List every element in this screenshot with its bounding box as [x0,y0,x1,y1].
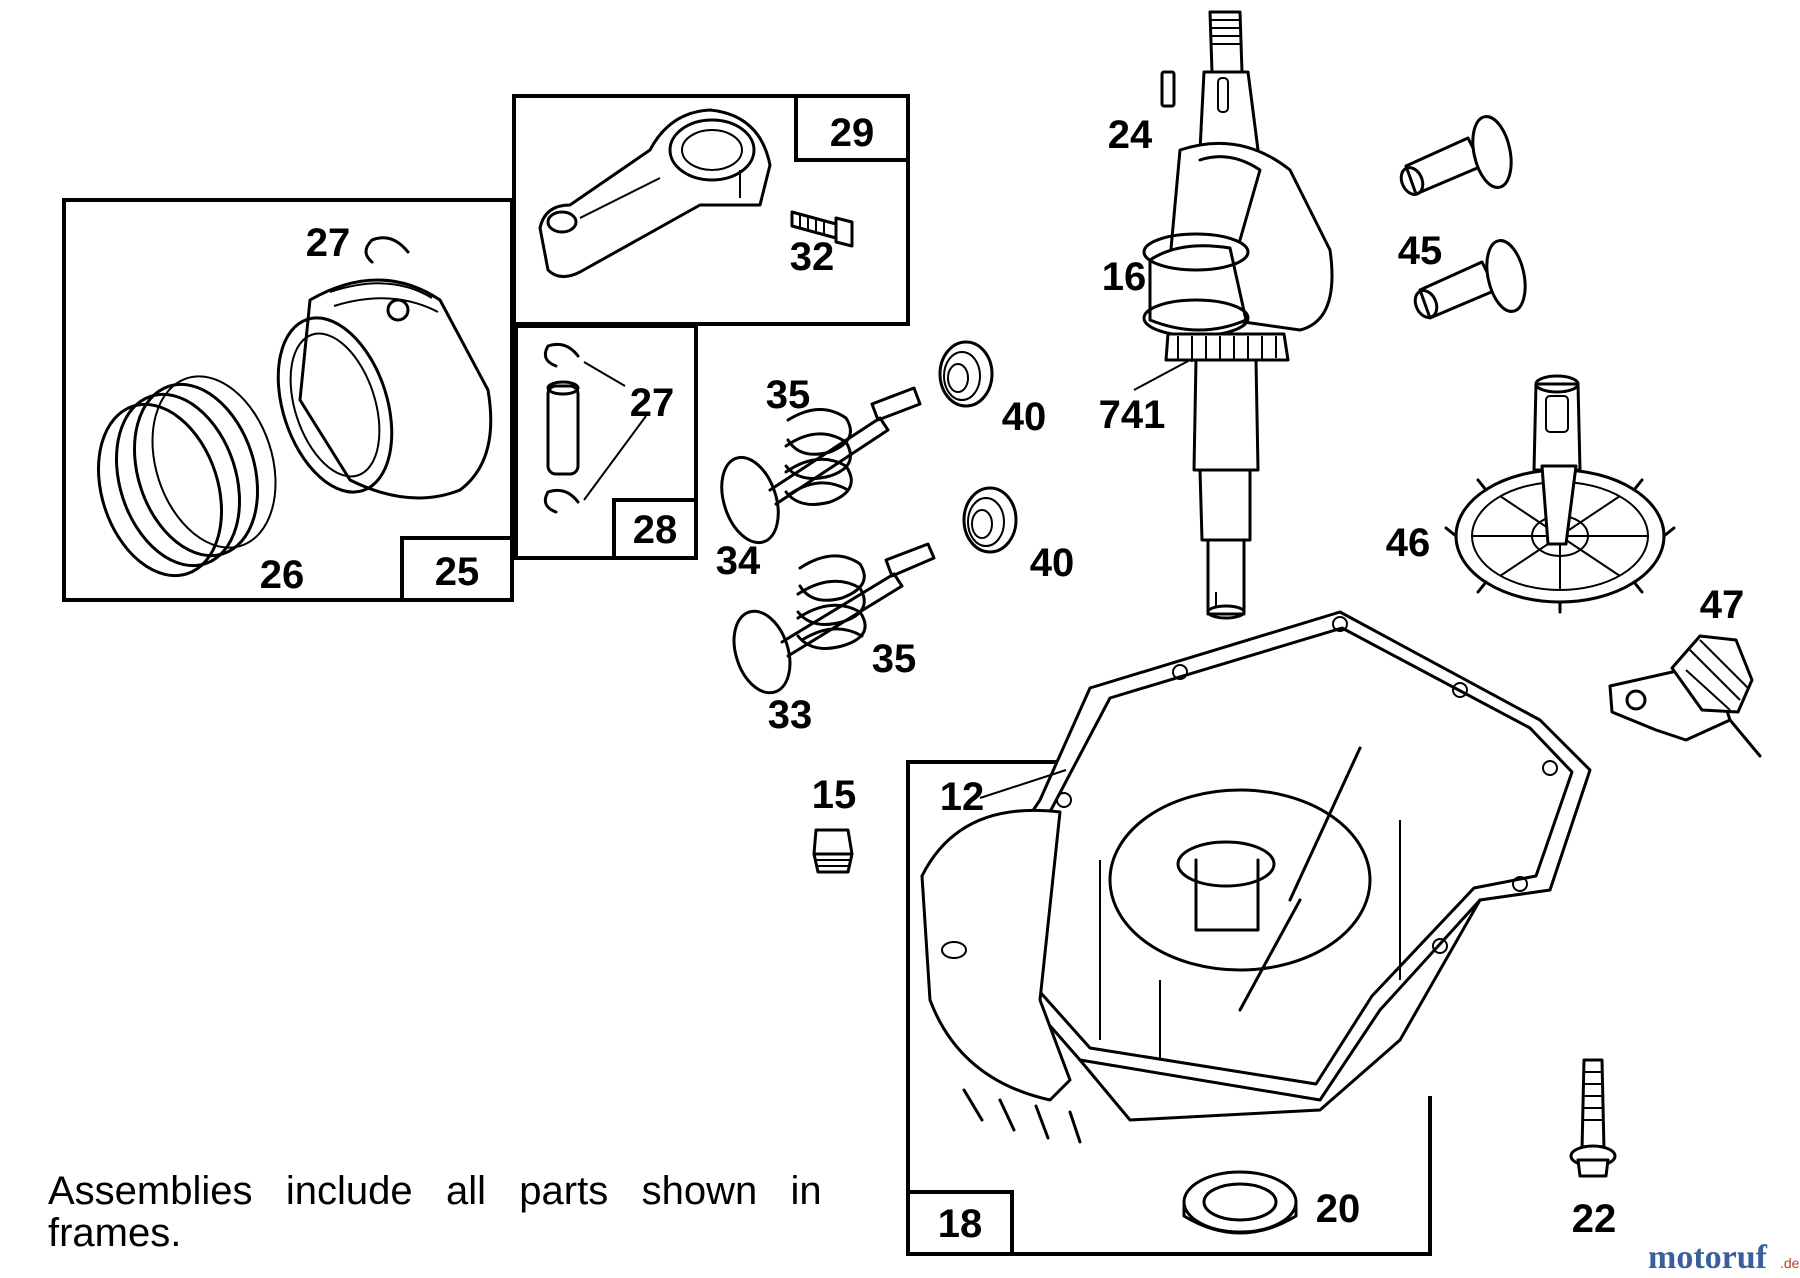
crankshaft-key-part [1160,70,1176,108]
callout-27-clips: 27 [630,381,675,425]
callout-32: 32 [790,235,835,279]
callout-741: 741 [1099,393,1166,437]
pin-clip-bottom [543,488,580,514]
callout-40-upper: 40 [1002,395,1047,439]
camshaft-part [1532,374,1582,546]
drain-plug-part [812,828,854,874]
frame-29: 29 [512,94,910,326]
watermark-suffix: .de [1780,1255,1800,1271]
callout-35-lower: 35 [872,637,917,681]
callout-15: 15 [812,773,857,817]
callout-47: 47 [1700,583,1745,627]
callout-33: 33 [768,693,813,737]
frame-25: 25 [62,198,514,602]
valve-retainer-lower [962,486,1018,554]
frame-28: 28 [514,324,698,560]
frame-28-label: 28 [633,508,678,552]
rod-bolt-part [790,210,854,248]
valve-retainer-upper [938,340,994,408]
frame-25-label: 25 [435,550,480,594]
callout-24: 24 [1108,113,1153,157]
dowel-pin-lower [1413,239,1527,320]
piston-rings-part [96,375,277,578]
crankshaft-part [1142,10,1334,620]
dowel-pin-upper [1399,115,1513,196]
frame-29-label: 29 [830,111,875,155]
assemblies-note-line1: Assemblies include all parts shown in [48,1169,822,1213]
crankcase-part [920,610,1592,1144]
callout-45: 45 [1398,229,1443,273]
callout-46: 46 [1386,521,1431,565]
bolt-part [1569,1058,1617,1178]
callout-16: 16 [1102,255,1147,299]
callout-26: 26 [260,553,305,597]
callout-27-piston: 27 [306,221,351,265]
valve-upper-part [720,416,890,545]
frame-18: 18 [906,760,1432,1256]
governor-part [1608,634,1762,758]
valve-lower-part [732,572,904,695]
valve-spring-lower [796,542,936,650]
wrist-pin-part [546,380,580,476]
oil-seal-part [1182,1170,1298,1235]
assemblies-note-line2: frames. [48,1211,181,1255]
callout-40-lower: 40 [1030,541,1075,585]
callout-35-upper: 35 [766,373,811,417]
callout-22: 22 [1572,1197,1617,1241]
frame-18-label: 18 [938,1202,983,1246]
callout-34: 34 [716,539,761,583]
callout-20: 20 [1316,1187,1361,1231]
watermark-logo: motoruf .de [1648,1239,1800,1276]
callout-12: 12 [940,775,985,819]
watermark-brand: motoruf [1648,1239,1768,1276]
connecting-rod-part [538,108,772,278]
pin-clip-top [543,342,580,368]
circlip-part [364,236,410,264]
piston-part [276,278,493,500]
